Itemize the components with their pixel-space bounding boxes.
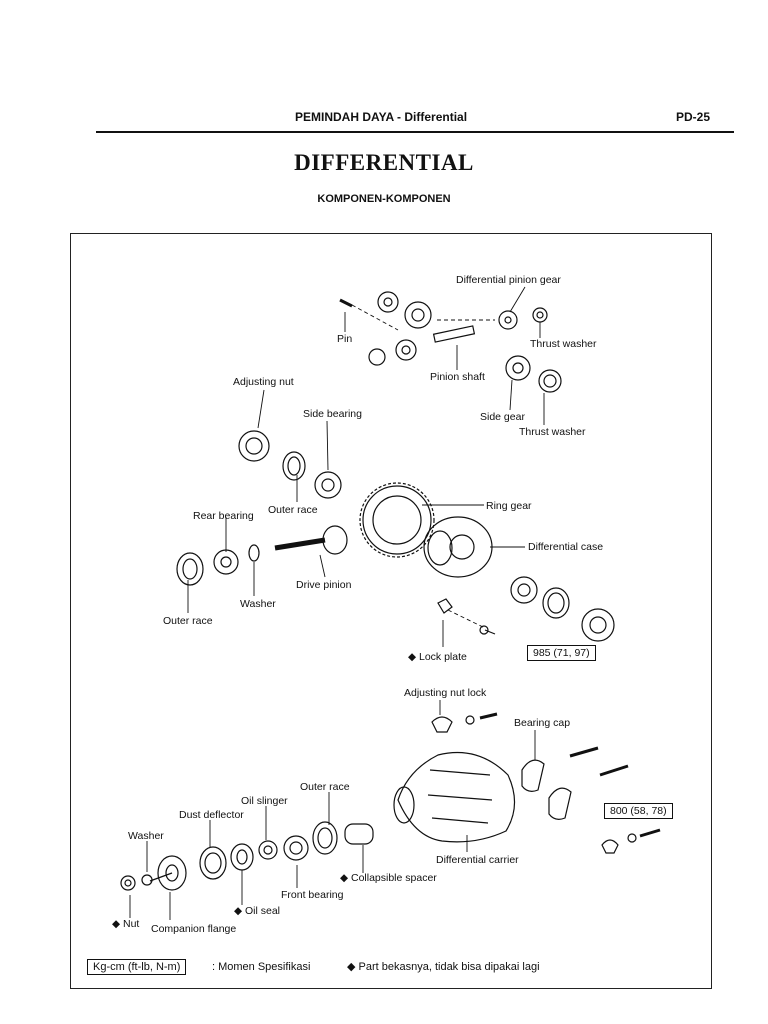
section-subtitle: KOMPONEN-KOMPONEN: [317, 193, 451, 205]
label-outer-race-front: Outer race: [300, 781, 350, 793]
label-side-gear: Side gear: [480, 411, 525, 423]
label-pin: Pin: [337, 333, 353, 345]
label-rear-bearing: Rear bearing: [193, 510, 254, 522]
label-differential-case: Differential case: [528, 541, 604, 553]
header-rule: [96, 131, 734, 133]
legend-unit-text: : Momen Spesifikasi: [212, 961, 311, 973]
label-adjusting-nut: Adjusting nut: [233, 376, 294, 388]
page-number: PD-25: [676, 110, 711, 124]
label-outer-race-rear: Outer race: [163, 615, 213, 627]
label-collapsible-spacer: ◆ Collapsible spacer: [340, 872, 437, 884]
label-differential-carrier: Differential carrier: [436, 854, 519, 866]
label-differential-pinion-gear: Differential pinion gear: [456, 274, 561, 286]
label-lock-plate: ◆ Lock plate: [408, 651, 467, 663]
label-thrust-washer-lower: Thrust washer: [519, 426, 586, 438]
label-outer-race-side: Outer race: [268, 504, 318, 516]
label-ring-gear: Ring gear: [486, 500, 532, 512]
label-nut: ◆ Nut: [112, 918, 140, 930]
label-companion-flange: Companion flange: [151, 923, 237, 935]
label-pinion-shaft: Pinion shaft: [430, 371, 485, 383]
label-side-bearing: Side bearing: [303, 408, 362, 420]
label-bearing-cap: Bearing cap: [514, 717, 571, 729]
label-oil-seal: ◆ Oil seal: [234, 905, 281, 917]
label-washer-front: Washer: [128, 830, 164, 842]
legend-unit-box: Kg-cm (ft-lb, N-m): [87, 959, 187, 975]
diagram-frame: [70, 233, 712, 989]
torque-spec-985: 985 (71, 97): [527, 645, 596, 661]
page-title: DIFFERENTIAL: [294, 150, 474, 175]
torque-spec-800: 800 (58, 78): [604, 803, 673, 819]
label-drive-pinion: Drive pinion: [296, 579, 352, 591]
label-oil-slinger: Oil slinger: [241, 795, 288, 807]
label-front-bearing: Front bearing: [281, 889, 344, 901]
label-dust-deflector: Dust deflector: [179, 809, 244, 821]
legend-diamond-text: ◆ Part bekasnya, tidak bisa dipakai lagi: [347, 961, 540, 973]
label-washer-rear: Washer: [240, 598, 276, 610]
label-thrust-washer-upper: Thrust washer: [530, 338, 597, 350]
running-header: PEMINDAH DAYA - Differential: [295, 110, 468, 124]
label-adjusting-nut-lock: Adjusting nut lock: [404, 687, 487, 699]
